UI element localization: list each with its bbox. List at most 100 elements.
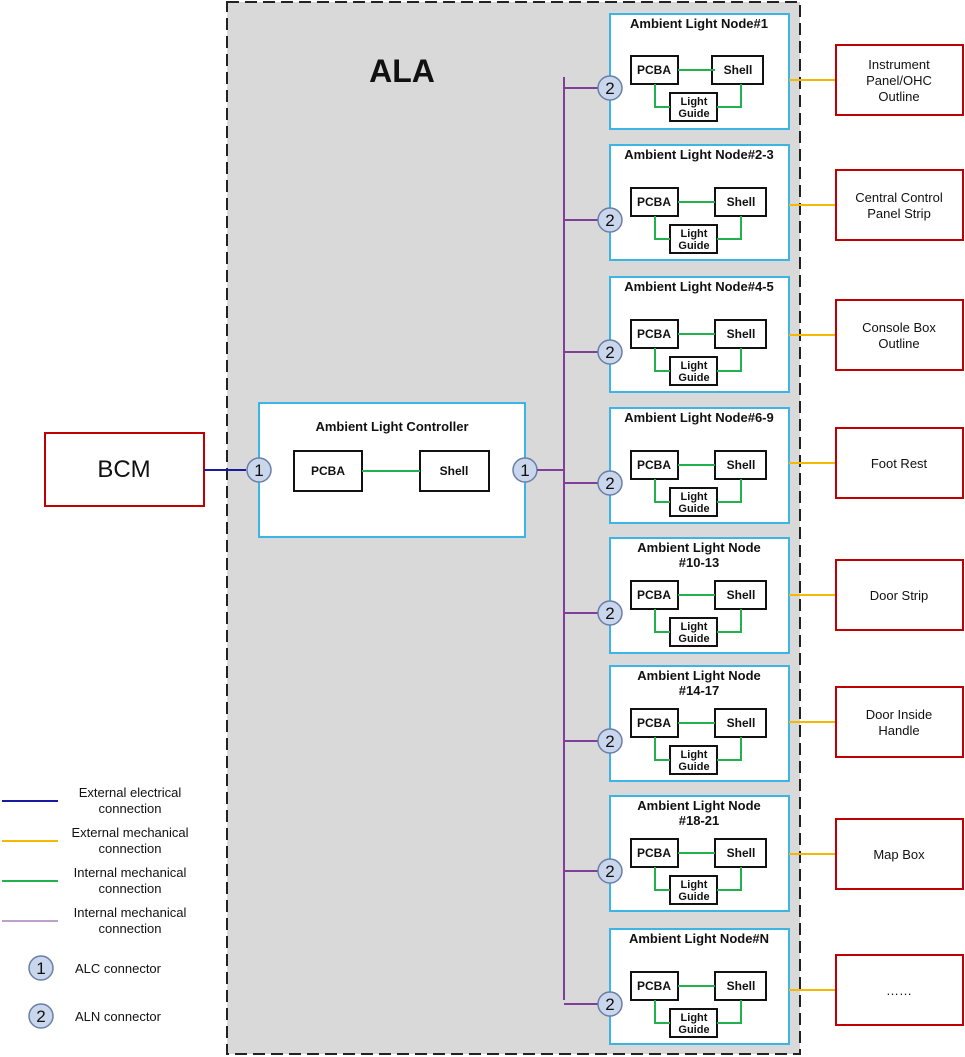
node-light-guide-label: Light [681,621,708,633]
external-target-4: Foot Rest [835,427,964,499]
external-target-box[interactable] [835,44,964,116]
node-pcba-guide-line [654,1000,670,1024]
node-light-guide-label-line2: Guide [678,633,709,645]
node-pcba-label: PCBA [637,327,671,341]
node-shell-box[interactable] [714,450,767,480]
node-pcba-label: PCBA [637,716,671,730]
external-target-label: Instrument [868,57,930,72]
node-pcba-box[interactable] [630,319,679,349]
external-target-box[interactable] [835,818,964,890]
aln-connector-symbol: 2 [605,732,614,751]
node-shell-label: Shell [727,588,756,602]
node-pcba-label: PCBA [637,458,671,472]
aln-connector-symbol: 2 [605,343,614,362]
controller-pcba-box[interactable] [293,450,363,492]
node-light-guide-label: Light [681,360,708,372]
node-pcba-label: PCBA [637,195,671,209]
node-pcba-box[interactable] [630,708,679,738]
node-title: Ambient Light Node#6-9 [624,410,774,425]
legend-label: External mechanical [71,825,188,840]
node-light-guide-label: Light [681,96,708,108]
node-shell-guide-line [717,216,742,240]
node-shell-guide-line [717,737,742,761]
bcm-box[interactable] [44,432,205,507]
node-shell-guide-line [717,348,742,372]
external-target-box[interactable] [835,686,964,758]
external-target-box[interactable] [835,169,964,241]
node-light-guide-label: Light [681,879,708,891]
alc-connector-out[interactable]: 1 [512,457,538,483]
node-title: Ambient Light Node#1 [630,16,768,31]
node-pcba-guide-line [654,348,670,372]
node-light-guide-label-line2: Guide [678,1024,709,1036]
aln-connector-symbol: 2 [605,474,614,493]
node-pcba-label: PCBA [637,979,671,993]
external-target-label: Central Control [855,190,943,205]
external-target-label: Panel/OHC [866,73,932,88]
aln-connector[interactable]: 2 [597,470,623,496]
external-target-box[interactable] [835,299,964,371]
node-light-guide-label: Light [681,228,708,240]
external-target-box[interactable] [835,427,964,499]
controller-shell-box[interactable] [419,450,490,492]
external-target-label: Handle [878,723,919,738]
node-light-guide-label: Light [681,1012,708,1024]
alc-connector-in-symbol: 1 [254,461,263,480]
aln-connector-symbol: 2 [605,862,614,881]
node-light-guide-label: Light [681,749,708,761]
aln-connector-symbol: 2 [605,604,614,623]
node-title-line2: #18-21 [679,813,719,828]
node-pcba-guide-line [654,84,670,108]
aln-connector-symbol: 2 [605,211,614,230]
controller-title: Ambient Light Controller [315,419,468,434]
external-target-box[interactable] [835,954,964,1026]
node-pcba-box[interactable] [630,838,679,868]
aln-connector[interactable]: 2 [597,991,623,1017]
legend-connector-symbol: 2 [36,1007,45,1026]
external-target-label: Door Inside [866,707,932,722]
node-light-guide-box[interactable] [669,875,718,905]
aln-connector-symbol: 2 [605,995,614,1014]
external-target-label: Outline [878,89,919,104]
node-shell-label: Shell [727,195,756,209]
controller-shell-label: Shell [440,464,469,478]
node-pcba-guide-line [654,737,670,761]
node-light-guide-label: Light [681,491,708,503]
node-pcba-label: PCBA [637,846,671,860]
external-target-label: Door Strip [870,588,929,603]
node-shell-guide-line [717,479,742,503]
external-target-label: Map Box [873,847,925,862]
legend-connector-label: ALC connector [75,961,162,976]
node-shell-box[interactable] [711,55,764,85]
aln-connector[interactable]: 2 [597,858,623,884]
node-shell-label: Shell [727,458,756,472]
external-target-box[interactable] [835,559,964,631]
node-light-guide-box[interactable] [669,224,718,254]
node-shell-box[interactable] [714,187,767,217]
legend-label-line2: connection [99,801,162,816]
external-target-label: Foot Rest [871,456,928,471]
node-pcba-guide-line [654,216,670,240]
aln-connector[interactable]: 2 [597,207,623,233]
aln-connector[interactable]: 2 [597,339,623,365]
node-shell-guide-line [717,609,742,633]
ala-title: ALA [369,53,435,89]
legend-label-line2: connection [99,881,162,896]
aln-connector[interactable]: 2 [597,75,623,101]
aln-connector[interactable]: 2 [597,728,623,754]
aln-connector[interactable]: 2 [597,600,623,626]
alc-connector-in[interactable]: 1 [246,457,272,483]
